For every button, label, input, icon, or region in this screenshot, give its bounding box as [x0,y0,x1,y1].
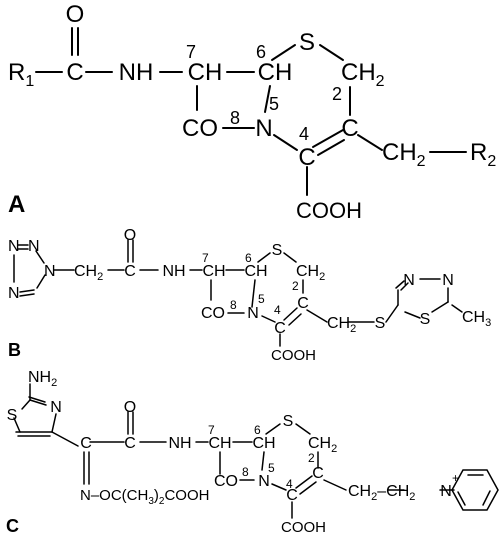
atom-c3: C [341,115,358,142]
atom-ch2-ring: CH2 [341,59,385,90]
atom-oxime-c: C [80,435,92,452]
panel-label-c: C [6,516,19,536]
ring-number-5: 5 [268,461,275,475]
atom-carbonyl-c: C [124,263,136,280]
ring-number-2: 2 [308,451,315,465]
atom-ethyl-side: CH2–CH2 [348,483,415,503]
atom-oxime-ether: N–OC(CH3)2COOH [80,487,209,507]
ring-number-4: 4 [274,303,281,317]
atom-c4: C [274,320,286,337]
atom-c4: C [298,144,315,171]
ring-number-8: 8 [230,108,240,128]
atom-co: CO [214,473,238,490]
atom-cooh: COOH [296,198,362,223]
atom-o: O [124,227,136,244]
ring-number-4: 4 [299,124,309,144]
ring-number-5: 5 [269,94,279,114]
structure-a: O R1 C NH CH CH S CH2 CO N C C CH2 R2 CO… [8,1,496,223]
atom-r2: R2 [470,139,496,170]
thiadiazole-n: N [442,272,454,289]
tetrazole-n: N [28,238,40,255]
atom-ch-6: CH [244,263,267,280]
structure-b: N N N N CH2 O C NH CH CH S CH2 CO N C C … [8,227,491,364]
thiadiazole-s: S [420,311,431,328]
ring-number-8: 8 [230,298,237,312]
atom-s-link: S [375,315,386,332]
atom-ch-6: CH [258,59,293,86]
ring-number-6: 6 [256,42,266,62]
atom-nh: NH [162,263,185,280]
ring-number-7: 7 [202,251,209,265]
ring-number-6: 6 [245,251,252,265]
atom-n: N [255,115,272,142]
atom-nh2: NH2 [28,369,57,389]
atom-co: CO [182,115,218,142]
thiadiazole-n: N [403,272,415,289]
atom-ch2-side: CH2 [382,139,426,170]
pyridinium-n: N [440,483,452,500]
atom-s: S [272,242,283,259]
atom-ch-7: CH [202,263,225,280]
tetrazole-n: N [8,238,20,255]
atom-ch-7: CH [208,435,231,452]
thiazole-s: S [7,407,18,424]
atom-s: S [283,413,294,430]
atom-n: N [247,305,259,322]
atom-carbonyl-c: C [124,435,136,452]
ring-number-7: 7 [208,423,215,437]
atom-cooh: COOH [271,347,316,364]
atom-r1: R1 [8,59,34,90]
atom-ch2-ring: CH2 [308,435,337,455]
thiazole-n: N [50,399,62,416]
atom-c4: C [286,487,298,504]
atom-ch2-link: CH2 [74,263,103,283]
ring-number-4: 4 [286,477,293,491]
atom-nh: NH [119,59,154,86]
tetrazole-n: N [8,285,20,302]
atom-ch2-ring: CH2 [296,263,325,283]
atom-nh: NH [168,435,191,452]
ring-number-2: 2 [332,84,342,104]
panel-label-b: B [8,340,21,360]
ring-number-7: 7 [186,42,196,62]
ring-number-6: 6 [254,423,261,437]
atom-c3: C [297,295,309,312]
atom-n: N [258,473,270,490]
atom-ch-6: CH [252,435,275,452]
positive-charge: + [452,471,459,485]
atom-cooh: COOH [281,519,326,536]
atom-c3: C [312,465,324,482]
atom-o: O [66,1,85,28]
ring-number-5: 5 [258,292,265,306]
atom-ch-7: CH [188,59,223,86]
atom-s: S [299,29,315,56]
tetrazole-n: N [44,263,56,280]
atom-carbonyl-c: C [66,59,83,86]
atom-co: CO [201,305,225,322]
structure-c: NH2 S N C O C NH CH CH S CH2 N–OC(CH3)2C… [6,369,499,536]
atom-o: O [124,399,136,416]
panel-label-a: A [8,191,25,218]
atom-ch3: CH3 [462,309,491,329]
ring-number-2: 2 [292,279,299,293]
ring-number-8: 8 [242,465,249,479]
atom-ch2-side: CH2 [327,315,356,335]
